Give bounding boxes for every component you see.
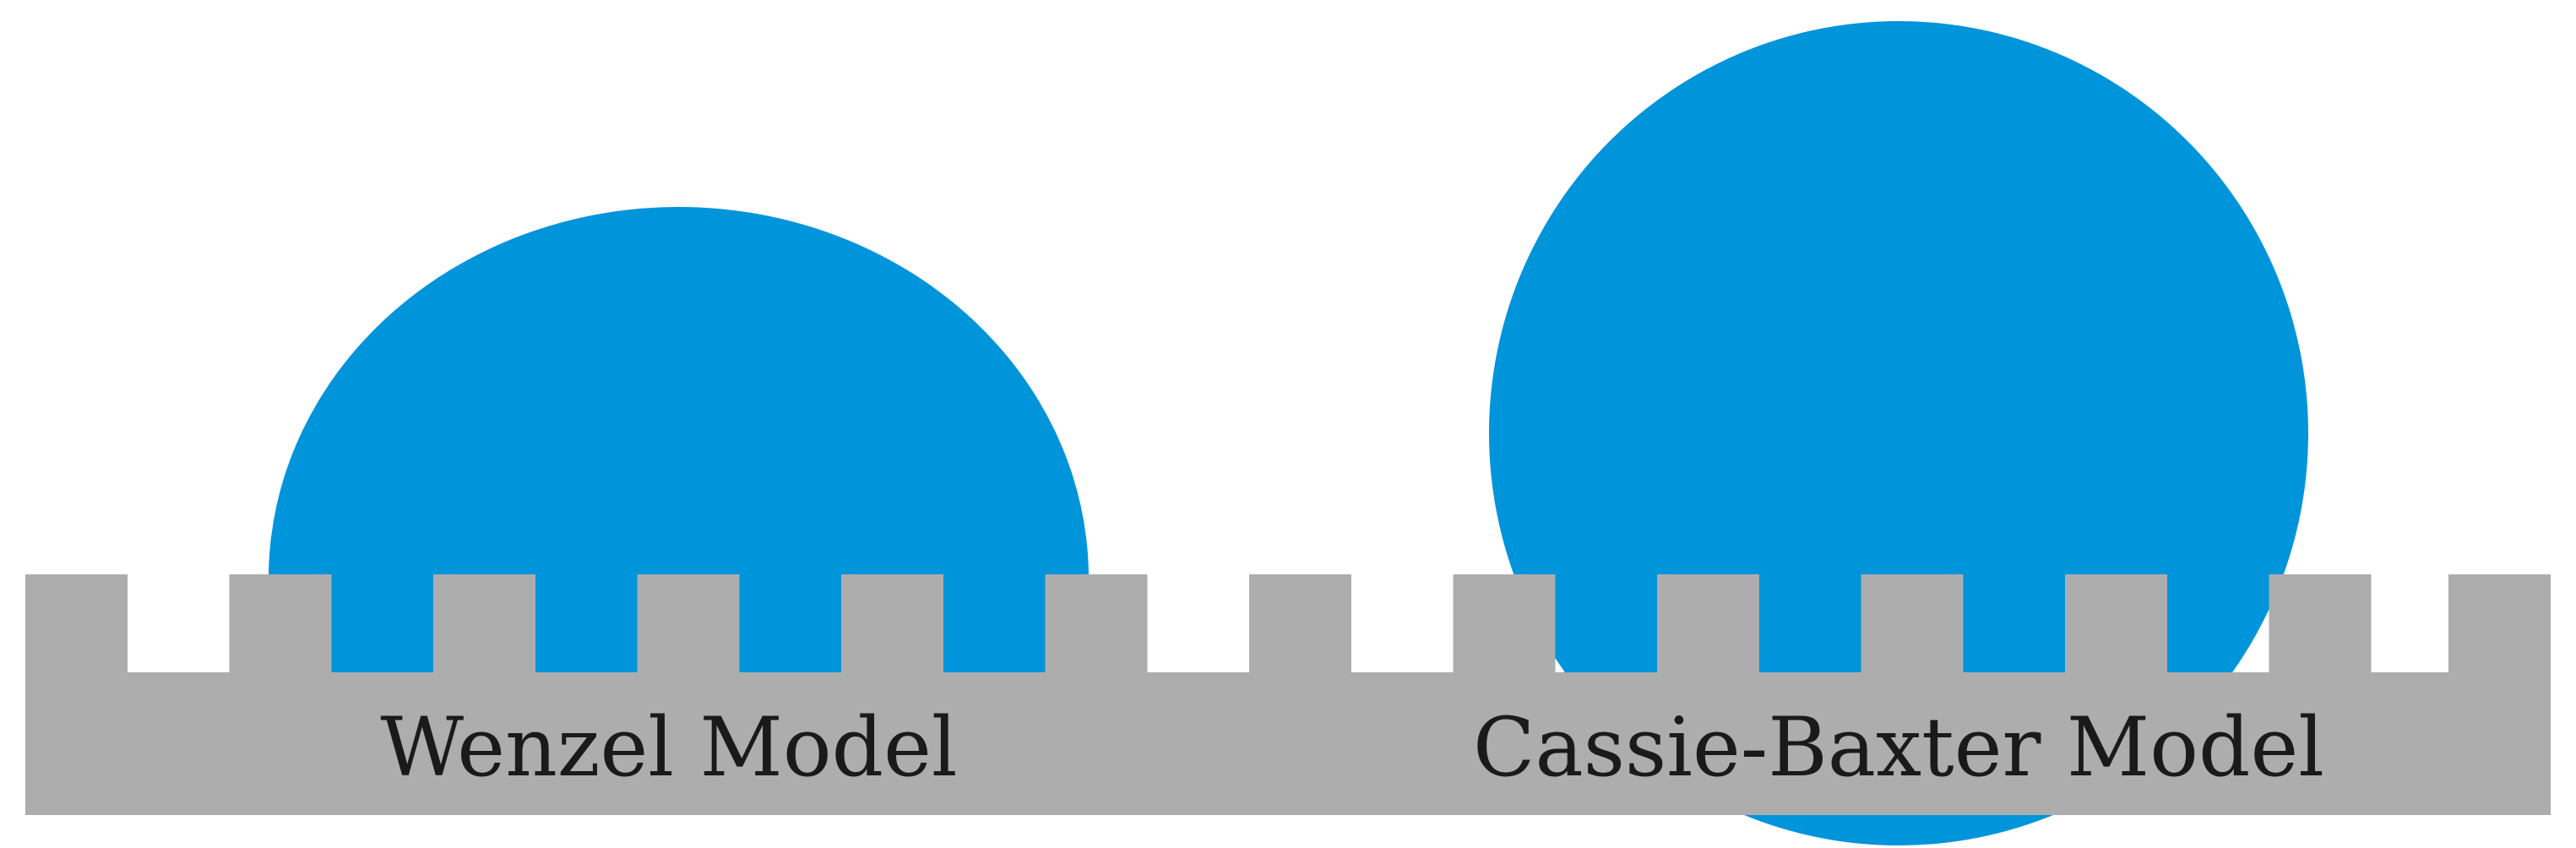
wenzel-groove-water-column [739,573,841,672]
substrate-base [25,672,2551,815]
wenzel-groove-water [331,573,1046,672]
substrate-pillar [2065,574,2167,673]
wenzel-groove-water-column [535,573,638,672]
substrate-pillar [2269,574,2372,673]
wenzel-droplet-group [269,207,1089,579]
wenzel-model-label: Wenzel Model [380,700,957,795]
substrate-pillar [1249,574,1351,673]
substrate-pillar [229,574,332,673]
substrate-pillar [25,574,128,673]
substrate-pillar [841,574,943,673]
substrate-pillar [1861,574,1964,673]
substrate-pillar [637,574,740,673]
wenzel-groove-water-column [331,573,433,672]
cassie-baxter-model-label: Cassie-Baxter Model [1473,700,2324,795]
textured-substrate [25,574,2551,815]
substrate-pillar [1453,574,1556,673]
substrate-pillar [2448,574,2551,673]
substrate-pillar [1045,574,1148,673]
wenzel-groove-water-column [943,573,1046,672]
substrate-pillar [433,574,535,673]
wenzel-droplet [269,207,1089,579]
substrate-pillar [1657,574,1759,673]
